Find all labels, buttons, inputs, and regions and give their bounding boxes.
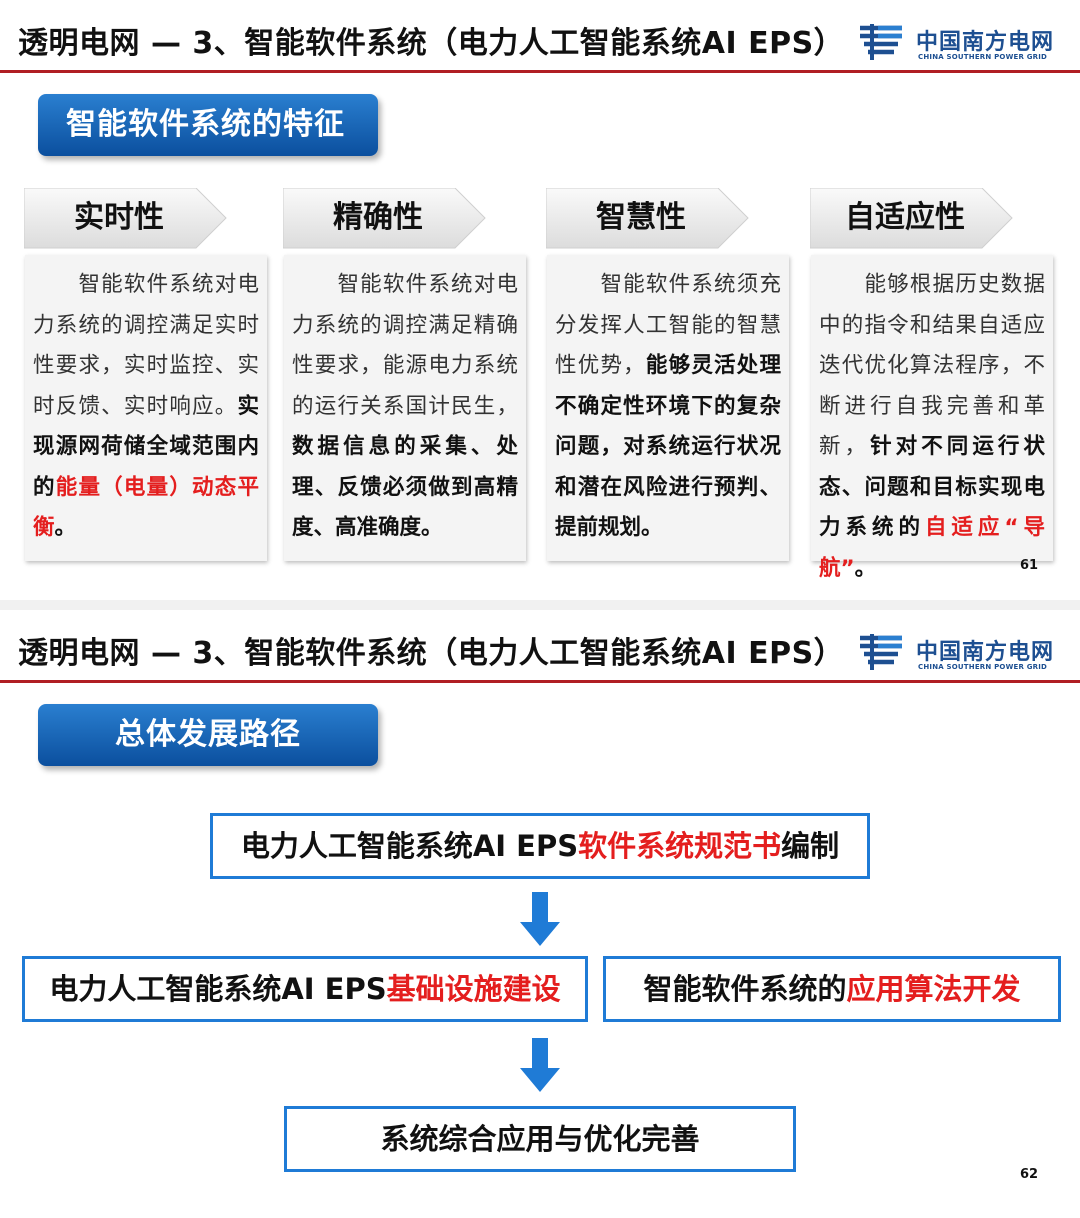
header-title: 透明电网 — 3、智能软件系统（电力人工智能系统AI EPS）: [18, 26, 845, 61]
logo-english-name: CHINA SOUTHERN POWER GRID: [918, 53, 1048, 61]
slide-gap: [0, 600, 1080, 610]
chevron-arrow-icon: [810, 188, 1013, 249]
section-title: 智能软件系统的特征: [38, 94, 378, 156]
header-divider: [0, 680, 1080, 683]
logo-chinese-name: 中国南方电网: [916, 640, 1055, 665]
chevron-arrow-icon: [283, 188, 486, 249]
down-arrow-icon: [520, 892, 560, 946]
flow-box-infrastructure: 电力人工智能系统AI EPS基础设施建设: [22, 956, 588, 1022]
slide-61: 透明电网 — 3、智能软件系统（电力人工智能系统AI EPS） 中国南方电网 C…: [0, 0, 1080, 600]
column-body-accuracy: 智能软件系统对电力系统的调控满足精确性要求，能源电力系统的运行关系国计民生，数据…: [284, 255, 526, 561]
section-title: 总体发展路径: [38, 704, 378, 766]
flow-box-algorithm: 智能软件系统的应用算法开发: [603, 956, 1061, 1022]
down-arrow-icon: [520, 1038, 560, 1092]
column-body-adaptivity: 能够根据历史数据中的指令和结果自适应迭代优化算法程序，不断进行自我完善和革新，针…: [811, 255, 1053, 581]
slide-62: 透明电网 — 3、智能软件系统（电力人工智能系统AI EPS） 中国南方电网 C…: [0, 610, 1080, 1218]
chevron-arrow-icon: [24, 188, 227, 249]
header-title: 透明电网 — 3、智能软件系统（电力人工智能系统AI EPS）: [18, 636, 845, 671]
power-grid-logo-icon: [860, 634, 902, 670]
column-body-intelligence: 智能软件系统须充分发挥人工智能的智慧性优势，能够灵活处理不确定性环境下的复杂问题…: [547, 255, 789, 561]
company-logo: 中国南方电网 CHINA SOUTHERN POWER GRID: [858, 630, 1068, 676]
logo-english-name: CHINA SOUTHERN POWER GRID: [918, 663, 1048, 671]
page-number: 61: [1020, 558, 1039, 573]
flow-box-spec: 电力人工智能系统AI EPS软件系统规范书编制: [210, 813, 870, 879]
flow-box-optimization: 系统综合应用与优化完善: [284, 1106, 796, 1172]
power-grid-logo-icon: [860, 24, 902, 60]
chevron-arrow-icon: [546, 188, 749, 249]
column-body-realtime: 智能软件系统对电力系统的调控满足实时性要求，实时监控、实时反馈、实时响应。实现源…: [25, 255, 267, 561]
header-divider: [0, 70, 1080, 73]
page-number: 62: [1020, 1167, 1039, 1182]
company-logo: 中国南方电网 CHINA SOUTHERN POWER GRID: [858, 20, 1068, 66]
logo-chinese-name: 中国南方电网: [916, 30, 1055, 55]
